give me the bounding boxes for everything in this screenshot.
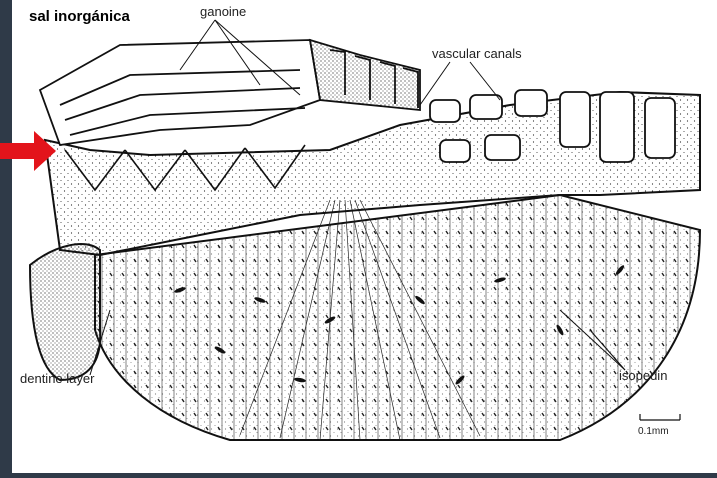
- red-arrow-icon: [0, 127, 60, 177]
- illustration-panel: 0.1mm sal inorgánica ganoine vascular ca…: [12, 0, 717, 473]
- ganoine-layers: [40, 40, 420, 145]
- dentine-layer-block: [30, 244, 100, 380]
- label-dentine-layer: dentine layer: [20, 371, 95, 386]
- label-ganoine: ganoine: [200, 4, 246, 19]
- scale-cross-section-illustration: 0.1mm sal inorgánica ganoine vascular ca…: [12, 0, 717, 473]
- scale-bar: 0.1mm: [638, 414, 680, 437]
- diagram-title: sal inorgánica: [29, 8, 131, 25]
- label-isopedin: isopedin: [619, 368, 667, 383]
- label-vascular-canals: vascular canals: [432, 46, 522, 61]
- scale-bar-label: 0.1mm: [638, 426, 669, 437]
